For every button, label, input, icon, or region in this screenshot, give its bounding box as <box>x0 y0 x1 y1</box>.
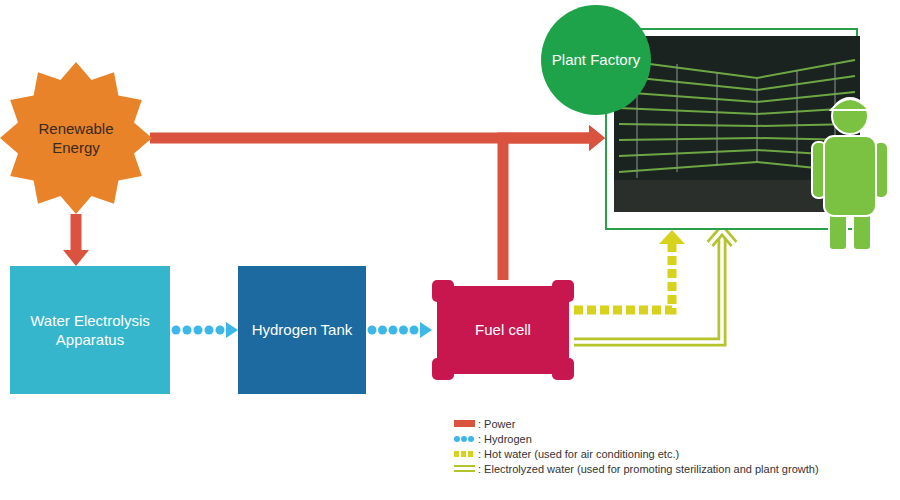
process-box: Water Electrolysis Apparatus <box>10 266 170 394</box>
electrolyzed-line <box>574 232 722 342</box>
worker-head <box>832 98 868 134</box>
elec-connector <box>574 230 734 342</box>
storage-box: Hydrogen Tank <box>238 266 366 394</box>
legend-text: : Power <box>478 417 515 431</box>
fuel-cell-body <box>437 286 569 374</box>
electrolyzed-line <box>574 232 722 342</box>
shelf-row <box>619 124 757 126</box>
power-connector <box>63 214 89 266</box>
hydrogen-dot <box>378 326 387 335</box>
shelf-posts <box>637 56 835 178</box>
arrow-head <box>420 322 432 338</box>
plant-factory-frame: Plant Factory <box>605 28 858 230</box>
hydrogen-dot <box>205 326 214 335</box>
electrolyzed-sample <box>454 470 475 472</box>
arrow-head <box>63 250 89 266</box>
node-label: Plant Factory <box>552 50 640 70</box>
arrow-head <box>589 125 605 151</box>
shelf-row <box>619 150 757 156</box>
hot-water-sample <box>454 451 475 457</box>
arrow-head <box>226 322 238 338</box>
legend-swatch <box>454 420 475 427</box>
hydrogen-dot <box>368 326 377 335</box>
shelf-post <box>676 64 678 172</box>
power-line <box>503 138 589 280</box>
starburst-shape <box>0 62 152 214</box>
shelf-row <box>757 76 855 90</box>
worker-body <box>824 136 876 216</box>
arrow-head <box>589 125 605 151</box>
shelf-row <box>619 162 757 172</box>
hydrogen-dot <box>389 326 398 335</box>
arrow-head <box>710 230 734 244</box>
hydrogen-dot <box>183 326 192 335</box>
power-line <box>71 214 82 250</box>
worker-cap <box>831 99 869 110</box>
shelf-row <box>619 92 757 102</box>
h2-connector <box>368 322 433 338</box>
legend-text: : Electrolyzed water (used for promoting… <box>478 462 819 476</box>
power-connector <box>503 125 605 280</box>
shelf-row <box>619 108 757 114</box>
node-label: Hydrogen Tank <box>252 320 353 340</box>
arrow-head <box>710 230 734 244</box>
energy-starburst: Renewable Energy <box>0 62 152 214</box>
hydrogen-dot <box>216 326 225 335</box>
shelf-post <box>716 72 718 166</box>
node-label: Water Electrolysis Apparatus <box>22 311 158 350</box>
hydrogen-dot <box>399 326 408 335</box>
shelf-row <box>619 138 757 140</box>
plant-factory-circle: Plant Factory <box>541 5 651 115</box>
starburst-outline <box>0 62 152 214</box>
hot-water-line <box>574 244 672 310</box>
hydrogen-dot <box>194 326 203 335</box>
hydrogen-sample <box>454 436 460 442</box>
hydrogen-sample <box>461 436 467 442</box>
node-label: Renewable Energy <box>26 119 126 158</box>
electrolyzed-sample <box>454 465 475 467</box>
hydrogen-dot <box>172 326 181 335</box>
hydrogen-dot <box>410 326 419 335</box>
hydrogen-sample <box>468 436 474 442</box>
shelf-row <box>757 60 855 78</box>
legend-text: : Hot water (used for air conditioning e… <box>478 447 679 461</box>
arrow-head <box>659 230 685 244</box>
hot-connector <box>574 230 685 310</box>
worker-figure <box>812 98 888 250</box>
shelf-post <box>796 70 798 166</box>
h2-connector <box>172 322 239 338</box>
legend-text: : Hydrogen <box>478 432 532 446</box>
node-label: Fuel cell <box>475 320 531 340</box>
fuel-cell-box: Fuel cell <box>432 280 574 380</box>
shelf-post <box>756 78 758 162</box>
